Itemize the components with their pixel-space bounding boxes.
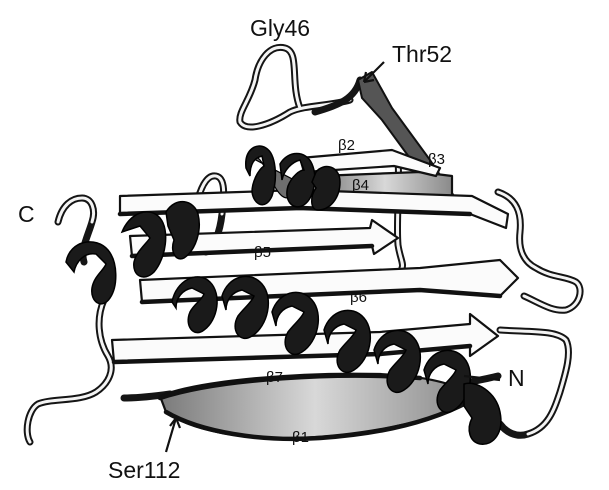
helix-left-turn2 xyxy=(122,212,166,277)
label-thr52: Thr52 xyxy=(392,41,452,67)
label-beta6: β6 xyxy=(350,289,367,306)
label-ser112: Ser112 xyxy=(108,457,180,483)
helix-long-turn2 xyxy=(222,276,268,338)
label-beta2: β2 xyxy=(338,137,355,154)
label-c-terminus: C xyxy=(18,201,35,227)
label-n-terminus: N xyxy=(508,365,525,391)
label-beta4: β4 xyxy=(352,177,369,194)
helix-long-end xyxy=(464,383,501,444)
loop-right xyxy=(498,192,580,310)
label-beta5: β5 xyxy=(254,244,271,261)
label-beta1: β1 xyxy=(292,429,309,446)
label-beta7: β7 xyxy=(266,369,283,386)
label-gly46: Gly46 xyxy=(250,15,310,41)
helix-left-segment xyxy=(66,242,116,304)
label-beta3: β3 xyxy=(428,151,445,168)
